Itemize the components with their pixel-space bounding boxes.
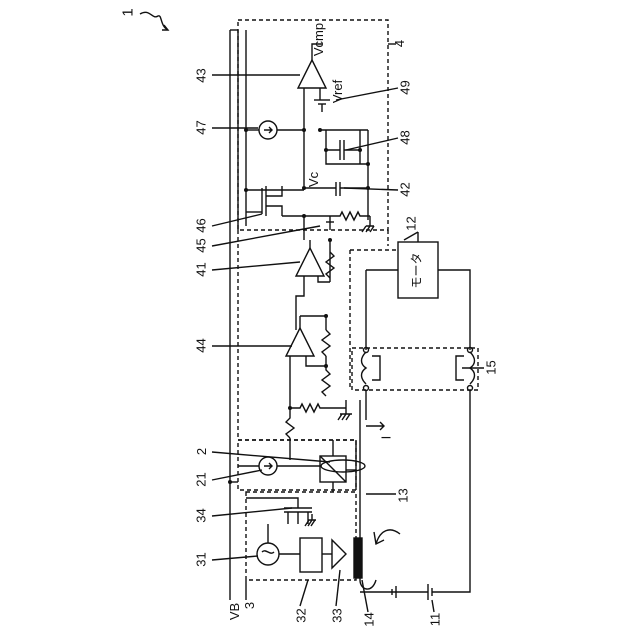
ref-15: 15 <box>484 360 499 374</box>
ref-11: 11 <box>427 613 442 627</box>
label-vref: Vref <box>330 80 345 103</box>
label-current: I <box>378 436 393 440</box>
ref-41: 41 <box>194 262 209 276</box>
ref-49: 49 <box>398 80 413 94</box>
ref-12: 12 <box>404 216 419 230</box>
ref-44: 44 <box>194 338 209 352</box>
label-vc: Vc <box>306 172 321 187</box>
ref-42: 42 <box>398 182 413 196</box>
label-vb: VB <box>227 603 242 620</box>
ref-48: 48 <box>398 130 413 144</box>
label-vcmp: Vcmp <box>311 23 326 56</box>
block-15-box <box>352 348 478 390</box>
ref-47: 47 <box>194 120 209 134</box>
ref-43: 43 <box>194 68 209 82</box>
ref-46: 46 <box>194 218 209 232</box>
current-source-31 <box>257 543 279 565</box>
ref-14: 14 <box>362 612 377 626</box>
ref-3: 3 <box>242 602 257 609</box>
ref-34: 34 <box>194 508 209 522</box>
figure-arrow <box>140 12 168 30</box>
ref-2: 2 <box>194 448 209 455</box>
ref-31: 31 <box>194 552 209 566</box>
comparator-43 <box>298 60 326 88</box>
ref-32: 32 <box>294 608 309 622</box>
figure-number: 1 <box>120 8 137 16</box>
relay-left <box>362 352 367 384</box>
ref-33: 33 <box>330 608 345 622</box>
ref-45: 45 <box>194 238 209 252</box>
ref-21: 21 <box>194 472 209 486</box>
ref-13: 13 <box>396 488 411 502</box>
block-3-box <box>246 492 356 580</box>
block-33 <box>332 540 346 568</box>
shunt-14 <box>354 538 362 578</box>
label-motor: モータ <box>408 252 425 288</box>
amplifier-41 <box>296 248 324 276</box>
block-32 <box>300 538 322 572</box>
amplifier-44 <box>286 328 314 356</box>
ref-4: 4 <box>392 40 407 47</box>
